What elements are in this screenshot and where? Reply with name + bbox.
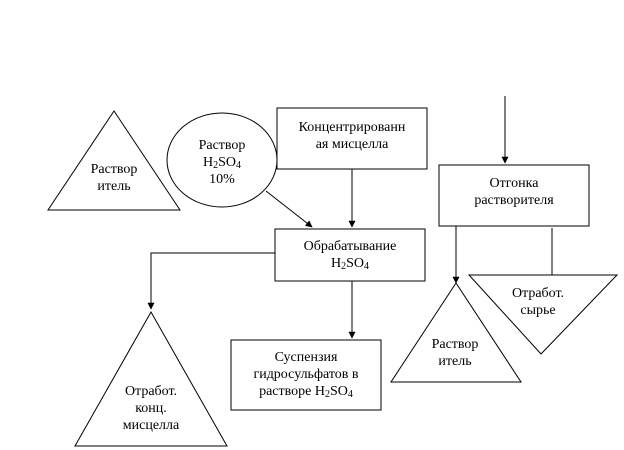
solvent-left-triangle — [47, 110, 181, 211]
label-line: Обрабатывание — [303, 239, 397, 254]
label-line: итель — [438, 354, 472, 369]
label-line: ая мисцелла — [315, 137, 389, 152]
spent-miscella-label: Отработ. конц. мисцелла — [106, 383, 196, 434]
label-line: итель — [97, 179, 131, 194]
label-line: Отработ. — [511, 286, 565, 301]
distillation-box — [438, 164, 590, 227]
conc-miscella-box — [276, 107, 428, 170]
suspension-box — [230, 339, 382, 411]
solvent-left-label: Раствор итель — [74, 161, 154, 195]
conc-miscella-label: Концентрированн ая мисцелла — [279, 119, 425, 153]
label-line: Отгонка — [489, 176, 539, 191]
label-line: растворителя — [474, 193, 554, 208]
label-line: мисцелла — [122, 418, 180, 433]
arrow-ellipse-to-treatment — [265, 190, 313, 228]
solvent-right-triangle — [390, 282, 522, 383]
label-line: растворе H2SO4 — [259, 384, 353, 400]
label-line: Суспензия — [274, 350, 338, 365]
label-line: Отработ. — [124, 384, 178, 399]
label-line: Раствор — [198, 138, 246, 153]
solvent-right-label: Раствор итель — [415, 336, 495, 370]
label-line: H2SO4 — [330, 256, 370, 272]
spent-miscella-triangle — [74, 310, 228, 447]
distillation-label: Отгонка растворителя — [441, 175, 587, 209]
spent-raw-label: Отработ. сырье — [498, 285, 578, 319]
suspension-label: Суспензия гидросульфатов в растворе H2SO4 — [233, 349, 379, 400]
arrow-treatment-to-spent-miscella — [147, 252, 275, 310]
spent-raw-triangle — [467, 274, 619, 355]
label-line: Концентрированн — [298, 120, 406, 135]
label-line: конц. — [135, 401, 167, 416]
label-line: гидросульфатов в — [253, 367, 359, 382]
label-line: сырье — [520, 303, 556, 318]
label-line: H2SO4 — [202, 155, 242, 171]
label-line: Раствор — [431, 337, 479, 352]
label-line: Раствор — [90, 162, 138, 177]
treatment-box — [274, 228, 426, 282]
label-line: 10% — [209, 172, 235, 187]
